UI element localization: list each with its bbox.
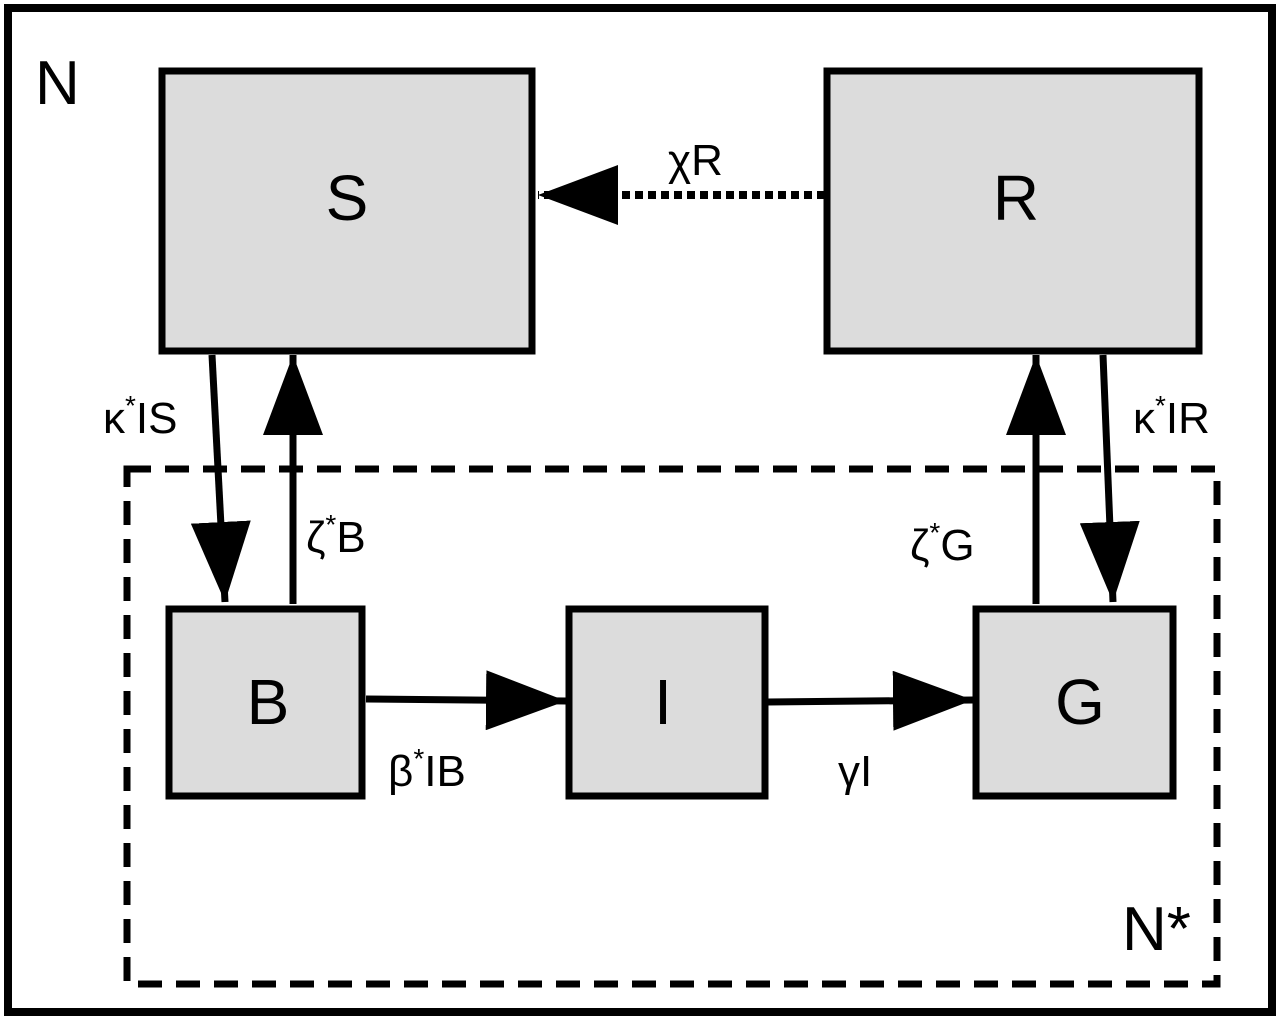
- compartment-r: R: [823, 67, 1203, 355]
- rate-label-zeta-g: ζ*G: [910, 517, 975, 570]
- outer-region-label: N: [35, 49, 80, 118]
- svg-text:B: B: [247, 666, 290, 738]
- arrow-i-to-g: [767, 670, 974, 731]
- svg-text:R: R: [993, 162, 1039, 234]
- rate-label-zeta-b: ζ*B: [306, 509, 366, 562]
- rate-label-gamma-i: γI: [838, 747, 872, 796]
- compartment-s: S: [158, 67, 536, 355]
- compartment-i: I: [565, 605, 769, 800]
- inner-region-border: [123, 465, 1221, 988]
- arrow-r-to-g: [1079, 354, 1140, 603]
- svg-text:S: S: [326, 162, 369, 234]
- compartment-b: B: [165, 605, 366, 800]
- svg-text:G: G: [1055, 666, 1105, 738]
- compartment-g: G: [972, 605, 1177, 800]
- rate-label-chi-r: χR: [668, 136, 723, 185]
- arrow-s-to-b: [190, 354, 251, 603]
- arrow-b-to-i: [365, 670, 567, 731]
- svg-text:I: I: [654, 666, 672, 738]
- rate-label-kappa-is: κ*IS: [103, 390, 177, 443]
- rate-label-kappa-ir: κ*IR: [1133, 390, 1210, 443]
- rate-label-beta-ib: β*IB: [388, 743, 466, 796]
- inner-region-label: N*: [1122, 895, 1191, 964]
